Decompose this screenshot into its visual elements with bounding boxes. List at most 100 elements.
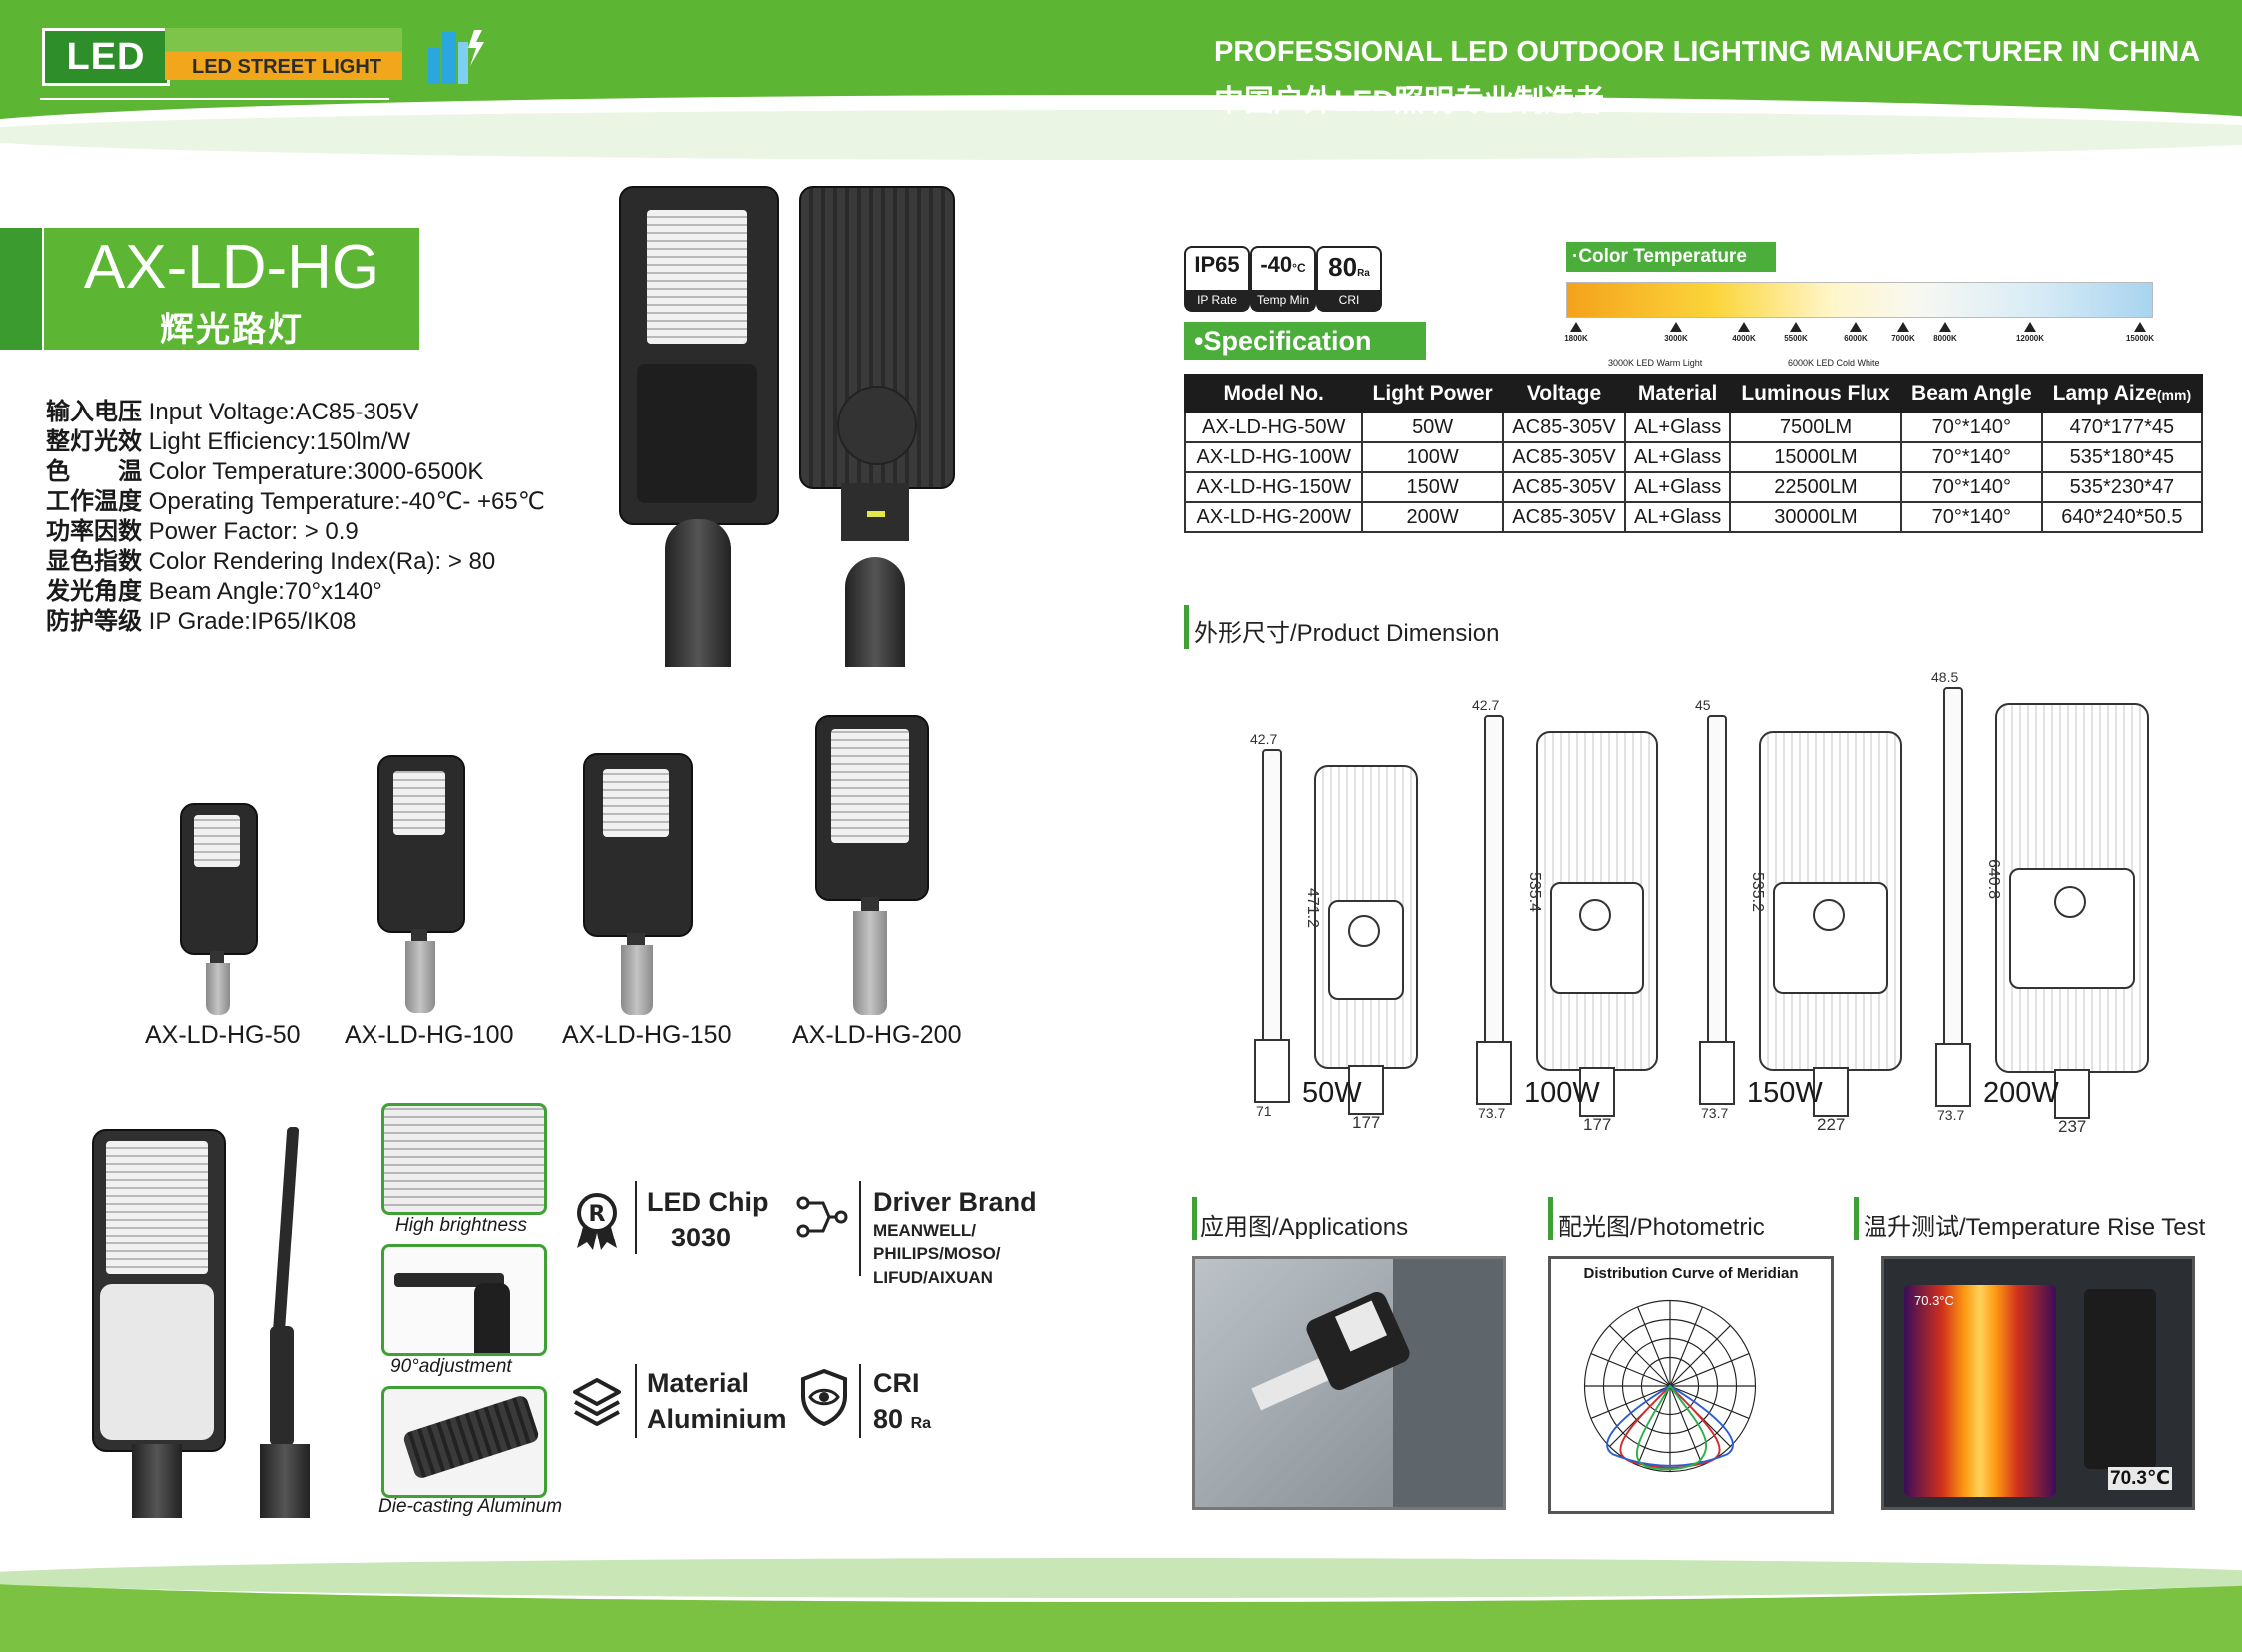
table-cell: 22500LM xyxy=(1729,471,1902,503)
feature-lamp-side xyxy=(256,1127,316,1518)
spec-line: 工作温度 Operating Temperature:-40℃- +65℃ xyxy=(46,488,545,515)
table-cell: 200W xyxy=(1361,501,1504,533)
color-temp-tick-label: 15000K xyxy=(2125,334,2155,343)
table-header: Model No. xyxy=(1183,374,1364,413)
dim-number: 73.7 xyxy=(1701,1105,1729,1121)
footer-stripe xyxy=(0,1558,2242,1598)
table-cell: AX-LD-HG-150W xyxy=(1183,471,1364,503)
table-cell: AL+Glass xyxy=(1624,471,1732,503)
table-cell: 640*240*50.5 xyxy=(2040,501,2204,533)
photometric-title: 配光图/Photometric xyxy=(1558,1214,1765,1240)
dim-number: 73.7 xyxy=(1478,1105,1506,1121)
table-cell: 470*177*45 xyxy=(2040,412,2204,443)
lamp-model-200 xyxy=(815,715,931,1015)
feature-divider xyxy=(859,1364,861,1438)
dim-number: 73.7 xyxy=(1937,1107,1965,1123)
photometric-chart-title: Distribution Curve of Meridian xyxy=(1583,1265,1799,1282)
color-temp-tick-label: 3000K xyxy=(1664,334,1688,343)
header-divider xyxy=(40,98,389,100)
hero-lamp-back xyxy=(799,186,955,541)
table-cell: AC85-305V xyxy=(1501,501,1627,533)
model-caption: AX-LD-HG-150 xyxy=(562,1021,732,1049)
color-temperature-label: ·Color Temperature xyxy=(1566,242,1776,272)
table-header: Light Power xyxy=(1361,374,1504,413)
cri-badge: 80Ra CRI xyxy=(1316,246,1382,312)
led-chip-value: 3030 xyxy=(671,1223,732,1252)
driver-circuit-icon xyxy=(796,1196,848,1238)
hero-lamp-front xyxy=(619,186,781,527)
front-outline-knob xyxy=(2054,886,2086,918)
dim-number: 42.7 xyxy=(1472,697,1500,713)
table-cell: 70°*140° xyxy=(1899,471,2043,503)
table-cell: 100W xyxy=(1361,441,1504,473)
table-cell: AC85-305V xyxy=(1501,412,1627,443)
lamp-model-100 xyxy=(377,755,467,1013)
watt-label: 150W xyxy=(1747,1077,1823,1109)
specification-label: •Specification xyxy=(1184,322,1426,360)
product-model-title: AX-LD-HG xyxy=(83,233,380,302)
spec-line: 显色指数 Color Rendering Index(Ra): > 80 xyxy=(46,548,496,575)
color-temp-tick-marker xyxy=(1738,322,1750,332)
front-outline-mount xyxy=(2054,1069,2090,1119)
table-cell: AL+Glass xyxy=(1624,501,1732,533)
cold-white-note: 6000K LED Cold White xyxy=(1788,358,1880,368)
spec-line: 功率因数 Power Factor: > 0.9 xyxy=(46,518,359,545)
driver-brand-line: LIFUD/AIXUAN xyxy=(873,1268,993,1287)
watt-label: 100W xyxy=(1524,1077,1600,1109)
watt-label: 200W xyxy=(1983,1077,2059,1109)
brand-logo: LED xyxy=(42,28,170,86)
side-profile xyxy=(1484,715,1504,1055)
driver-brand-title: Driver Brand xyxy=(873,1187,1037,1217)
model-caption: AX-LD-HG-100 xyxy=(345,1021,514,1049)
tagline-chinese: 中国户外LED照明专业制造者 xyxy=(1214,85,1604,118)
lamp-model-150 xyxy=(583,753,695,1015)
polar-distribution-curve xyxy=(1583,1299,1757,1473)
table-cell: 15000LM xyxy=(1729,441,1902,473)
spec-line: 发光角度 Beam Angle:70°x140° xyxy=(46,578,382,605)
table-cell: 70°*140° xyxy=(1899,441,2043,473)
dim-number: 177 xyxy=(1583,1115,1612,1134)
watt-label: 50W xyxy=(1302,1077,1362,1109)
side-profile-mount xyxy=(1254,1039,1290,1103)
lamp-model-50 xyxy=(180,803,260,1015)
table-cell: 50W xyxy=(1361,412,1504,443)
svg-text:R: R xyxy=(589,1202,606,1227)
feature-lamp-front xyxy=(92,1129,228,1518)
dim-number: 471.2 xyxy=(1304,887,1322,929)
feature-caption: High brightness xyxy=(395,1215,528,1236)
dim-number: 71 xyxy=(1256,1103,1272,1119)
front-outline-mount xyxy=(1579,1067,1615,1117)
table-cell: AC85-305V xyxy=(1501,441,1627,473)
dim-number: 177 xyxy=(1352,1113,1381,1132)
model-caption: AX-LD-HG-50 xyxy=(145,1021,301,1049)
spec-line: 输入电压 Input Voltage:AC85-305V xyxy=(46,399,419,425)
side-profile-mount xyxy=(1699,1041,1735,1105)
table-cell: AL+Glass xyxy=(1624,441,1732,473)
led-chip-title: LED Chip xyxy=(647,1187,769,1217)
color-temp-tick-label: 1800K xyxy=(1564,334,1588,343)
front-outline-knob xyxy=(1579,899,1611,931)
side-profile-mount xyxy=(1476,1041,1512,1105)
spec-line: 整灯光效 Light Efficiency:150lm/W xyxy=(46,428,411,455)
color-temp-tick-marker xyxy=(1850,322,1862,332)
color-temp-tick-marker xyxy=(2134,322,2146,332)
dim-number: 45 xyxy=(1695,697,1711,713)
feature-caption: Die-casting Aluminum xyxy=(378,1496,563,1517)
dim-number: 48.5 xyxy=(1931,669,1959,685)
die-casting-image xyxy=(381,1386,547,1498)
table-header: Voltage xyxy=(1501,374,1627,413)
table-cell: AX-LD-HG-50W xyxy=(1183,412,1364,443)
color-temp-tick-marker xyxy=(2024,322,2036,332)
header-curve-shade xyxy=(0,110,2242,160)
thermal-reading-top: 70.3°C xyxy=(1914,1293,1954,1308)
side-profile xyxy=(1707,715,1727,1055)
table-cell: 7500LM xyxy=(1729,412,1902,443)
certified-badge-icon: R xyxy=(577,1193,617,1250)
feature-divider xyxy=(859,1181,861,1276)
color-temp-tick-marker xyxy=(1790,322,1802,332)
front-outline-mount xyxy=(1813,1067,1849,1117)
